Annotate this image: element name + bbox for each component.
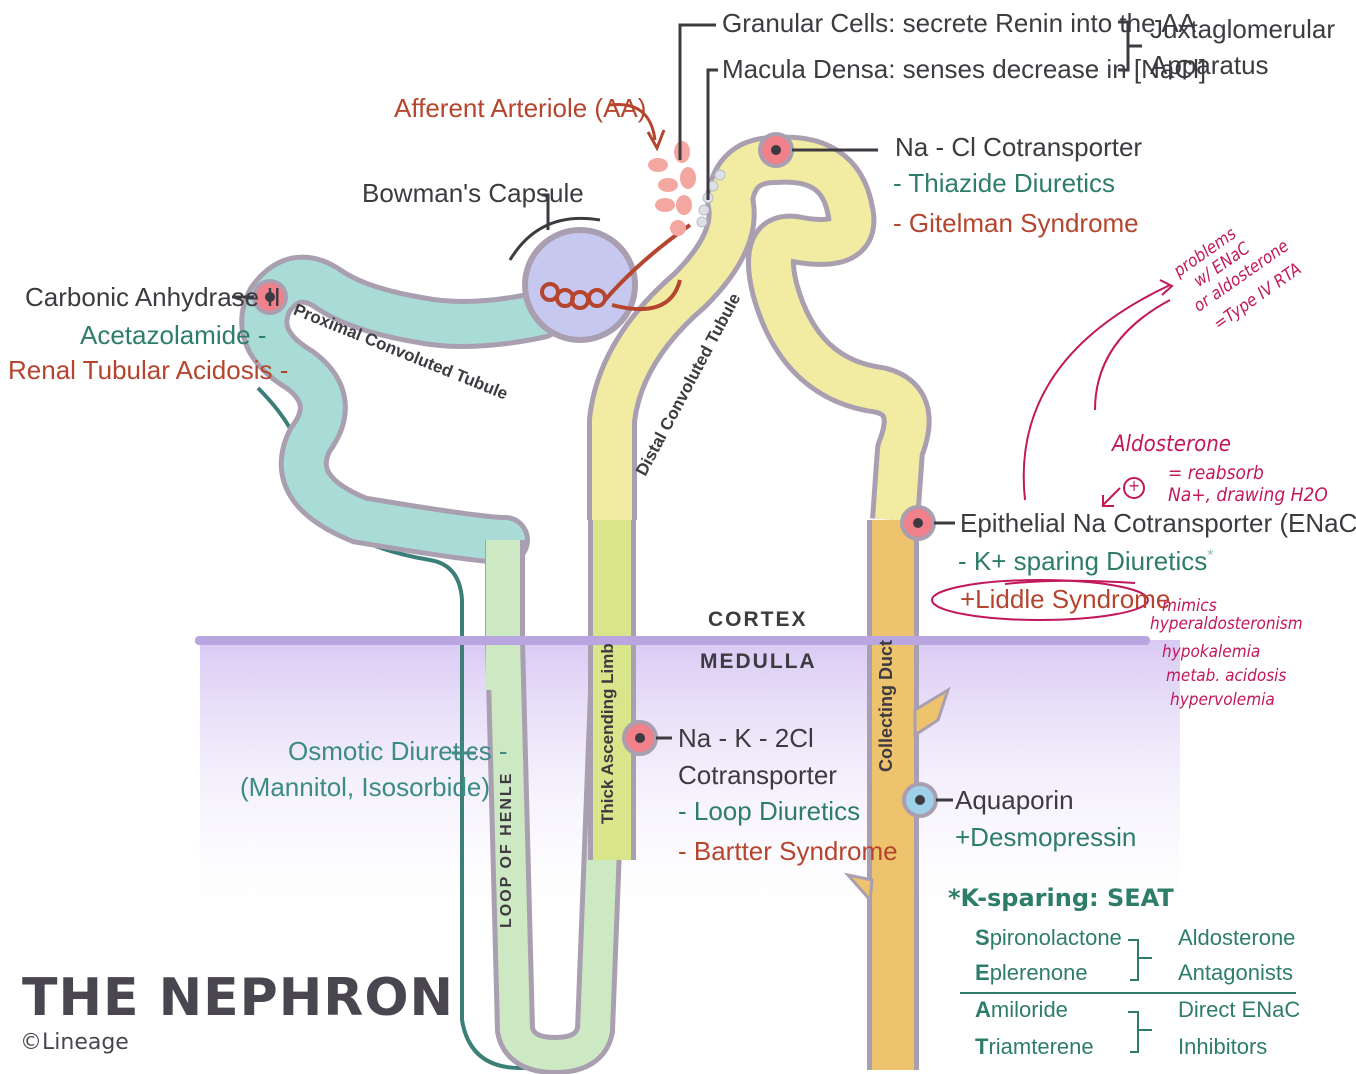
seat-title: *K-sparing: SEAT — [948, 884, 1174, 912]
liddle-label: +Liddle Syndrome — [960, 584, 1170, 615]
note-liddle-1: mimics — [1162, 596, 1217, 616]
seat-row-triamterene: Triamterene — [975, 1034, 1094, 1060]
bowmans-capsule-label: Bowman's Capsule — [362, 178, 584, 209]
seat-row-eplerenone: Eplerenone — [975, 960, 1088, 986]
acetazolamide-label: Acetazolamide - — [80, 320, 266, 351]
note-liddle-5: hypervolemia — [1170, 690, 1275, 710]
page-title: THE NEPHRON — [22, 968, 454, 1028]
note-liddle-4: metab. acidosis — [1166, 666, 1286, 686]
note-aldosterone: Aldosterone — [1112, 432, 1231, 457]
jga-label-line2: Apparatus — [1150, 50, 1269, 81]
loop-diuretics-label: - Loop Diuretics — [678, 796, 860, 827]
seat-group2-line1: Direct ENaC — [1178, 997, 1300, 1023]
enac-label: Epithelial Na Cotransporter (ENaC) — [960, 508, 1356, 539]
note-plus: + — [1128, 476, 1140, 495]
seat-row-amiloride: Amiloride — [975, 997, 1068, 1023]
medulla-label: MEDULLA — [700, 650, 817, 674]
note-liddle-2: hyperaldosteronism — [1150, 614, 1303, 634]
seat-bracket-1 — [1128, 940, 1152, 980]
note-reabsorb-2: Na+, drawing H2O — [1168, 484, 1328, 506]
copyright: ©Lineage — [20, 1030, 129, 1055]
rta-label: Renal Tubular Acidosis - — [8, 355, 288, 386]
thiazide-label: - Thiazide Diuretics — [893, 168, 1115, 199]
seat-bracket-2 — [1128, 1012, 1152, 1052]
bartter-label: - Bartter Syndrome — [678, 836, 898, 867]
collecting-duct-label: Collecting Duct — [876, 640, 897, 772]
granular-cells — [648, 141, 696, 236]
loop-of-henle-label: LOOP OF HENLE — [498, 772, 516, 928]
granular-cells-label: Granular Cells: secrete Renin into the A… — [722, 8, 1196, 39]
macula-densa-label: Macula Densa: senses decrease in [NaCl] — [722, 54, 1206, 85]
note-reabsorb-1: = reabsorb — [1168, 462, 1264, 484]
seat-group1-line1: Aldosterone — [1178, 925, 1295, 951]
jga-label-line1: Juxtaglomerular — [1150, 14, 1335, 45]
nkcc-marker — [624, 722, 656, 754]
aquaporin-marker — [904, 784, 936, 816]
nkcc-label-line2: Cotransporter — [678, 760, 837, 791]
k-sparing-label: - K+ sparing Diuretics* — [958, 546, 1214, 577]
k-sparing-asterisk: * — [1207, 547, 1213, 564]
cortex-medulla-band — [195, 636, 1150, 645]
cortex-label: CORTEX — [708, 608, 808, 632]
desmopressin-label: +Desmopressin — [955, 822, 1136, 853]
seat-group1-line2: Antagonists — [1178, 960, 1293, 986]
nacl-cotransporter-label: Na - Cl Cotransporter — [895, 132, 1142, 163]
enac-marker — [902, 507, 934, 539]
nacl-cotransporter-marker — [760, 134, 792, 166]
aquaporin-label: Aquaporin — [955, 785, 1074, 816]
nkcc-label-line1: Na - K - 2Cl — [678, 723, 814, 754]
thick-ascending-label: Thick Ascending Limb — [598, 643, 618, 824]
carbonic-anhydrase-label: Carbonic Anhydrase II — [25, 282, 281, 313]
osmotic-label-line1: Osmotic Diuretics - — [288, 736, 508, 767]
gitelman-label: - Gitelman Syndrome — [893, 208, 1139, 239]
afferent-arteriole-label: Afferent Arteriole (AA) — [394, 93, 646, 124]
seat-group2-line2: Inhibitors — [1178, 1034, 1267, 1060]
seat-row-spironolactone: Spironolactone — [975, 925, 1122, 951]
note-liddle-3: hypokalemia — [1162, 642, 1260, 662]
osmotic-label-line2: (Mannitol, Isosorbide) — [240, 772, 490, 803]
